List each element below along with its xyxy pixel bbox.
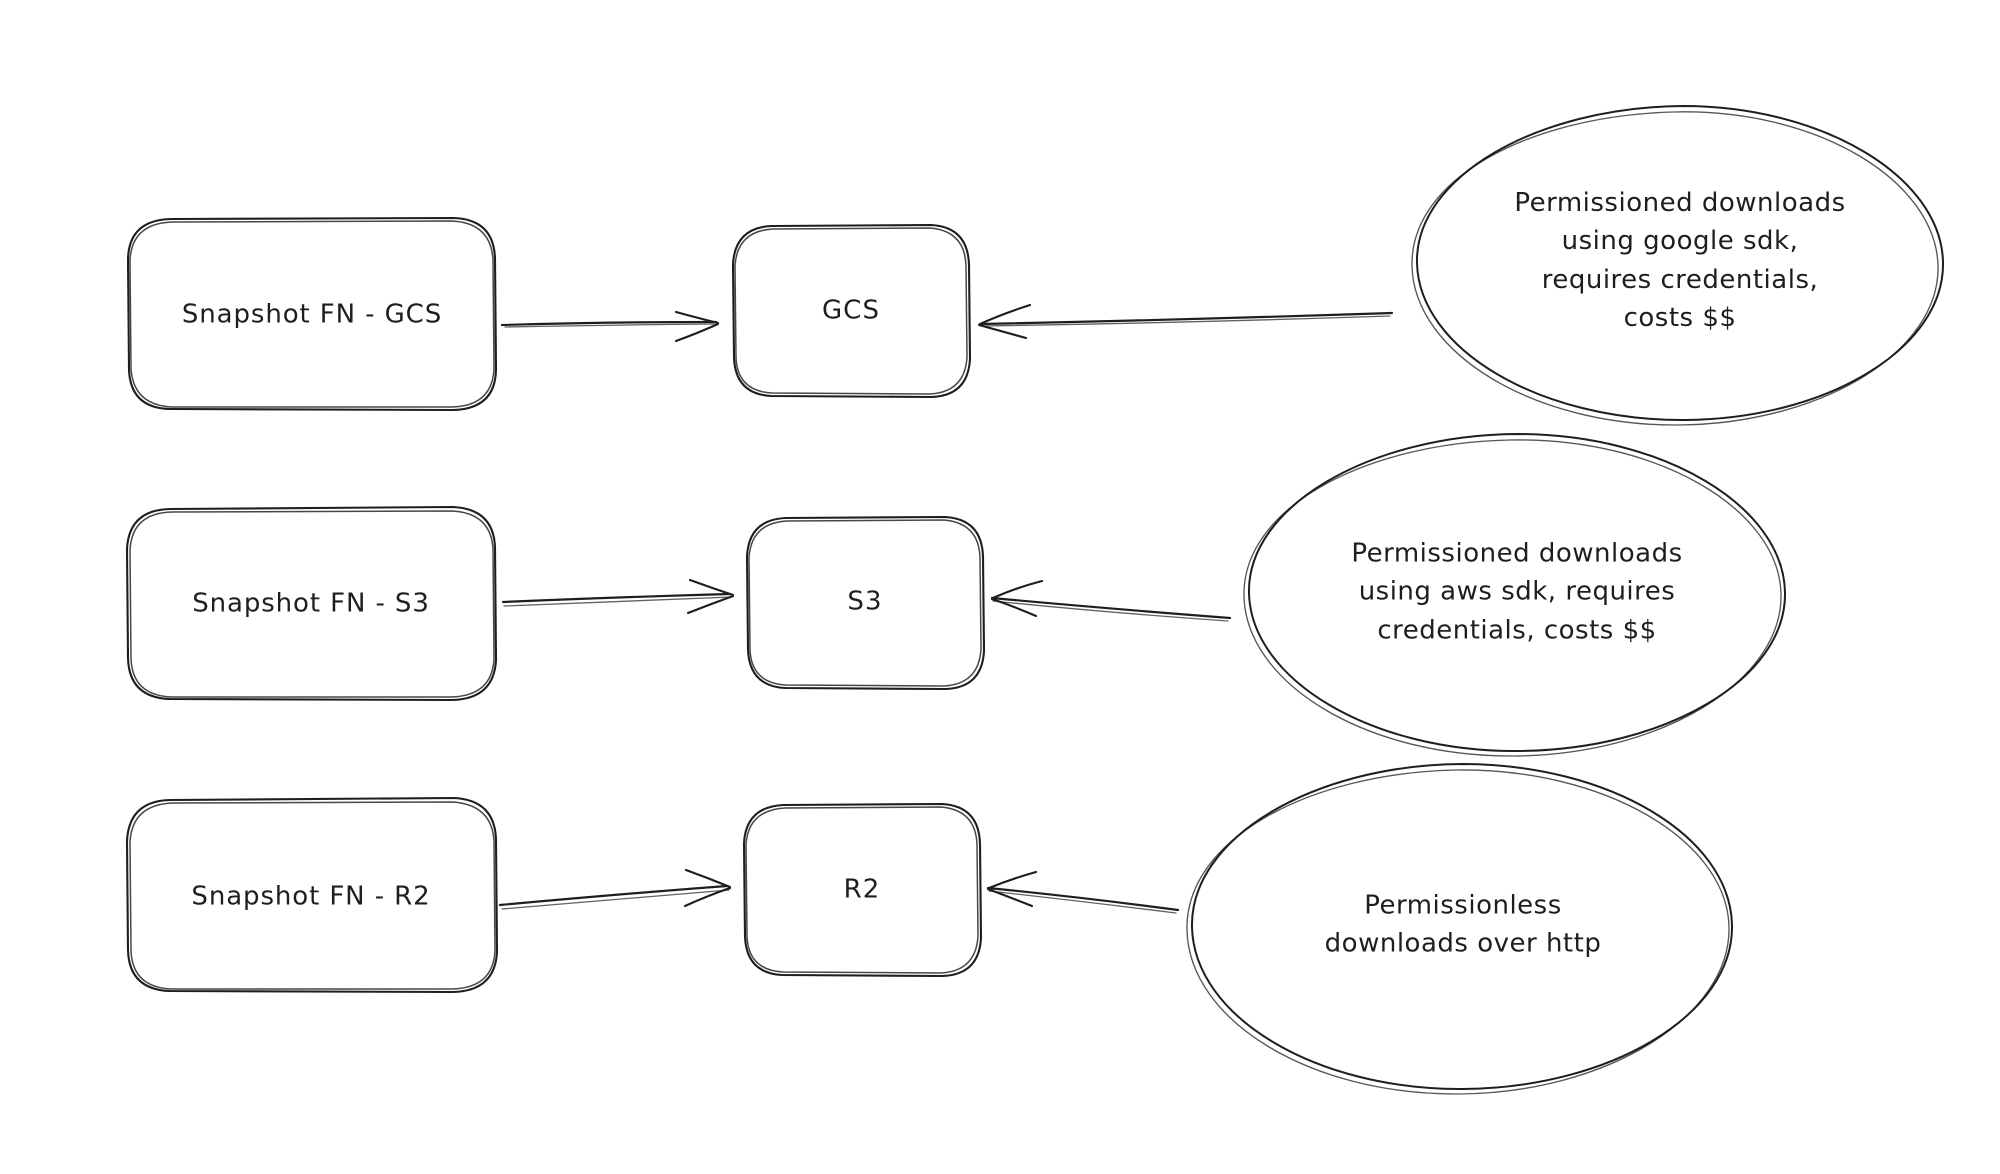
- arrow-note-s3-to-s3[interactable]: [990, 579, 1232, 622]
- arrow-note-r2-to-r2[interactable]: [986, 870, 1180, 914]
- node-snapshot-fn-r2-shape[interactable]: [125, 796, 499, 994]
- node-snapshot-fn-gcs-shape[interactable]: [126, 216, 498, 412]
- arrow-snapshot-fn-s3-to-s3[interactable]: [501, 578, 735, 615]
- note-gcs-ellipse-shape[interactable]: [1411, 105, 1945, 426]
- node-s3-shape[interactable]: [745, 515, 986, 691]
- node-gcs-shape[interactable]: [731, 223, 972, 399]
- note-s3-ellipse-shape[interactable]: [1243, 433, 1787, 757]
- node-snapshot-fn-s3-shape[interactable]: [125, 505, 498, 702]
- arrow-snapshot-fn-gcs-to-gcs[interactable]: [500, 310, 720, 343]
- note-r2-ellipse-shape[interactable]: [1186, 763, 1734, 1095]
- node-r2-shape[interactable]: [742, 802, 983, 978]
- arrow-note-gcs-to-gcs[interactable]: [977, 303, 1394, 340]
- arrow-snapshot-fn-r2-to-r2[interactable]: [498, 868, 732, 910]
